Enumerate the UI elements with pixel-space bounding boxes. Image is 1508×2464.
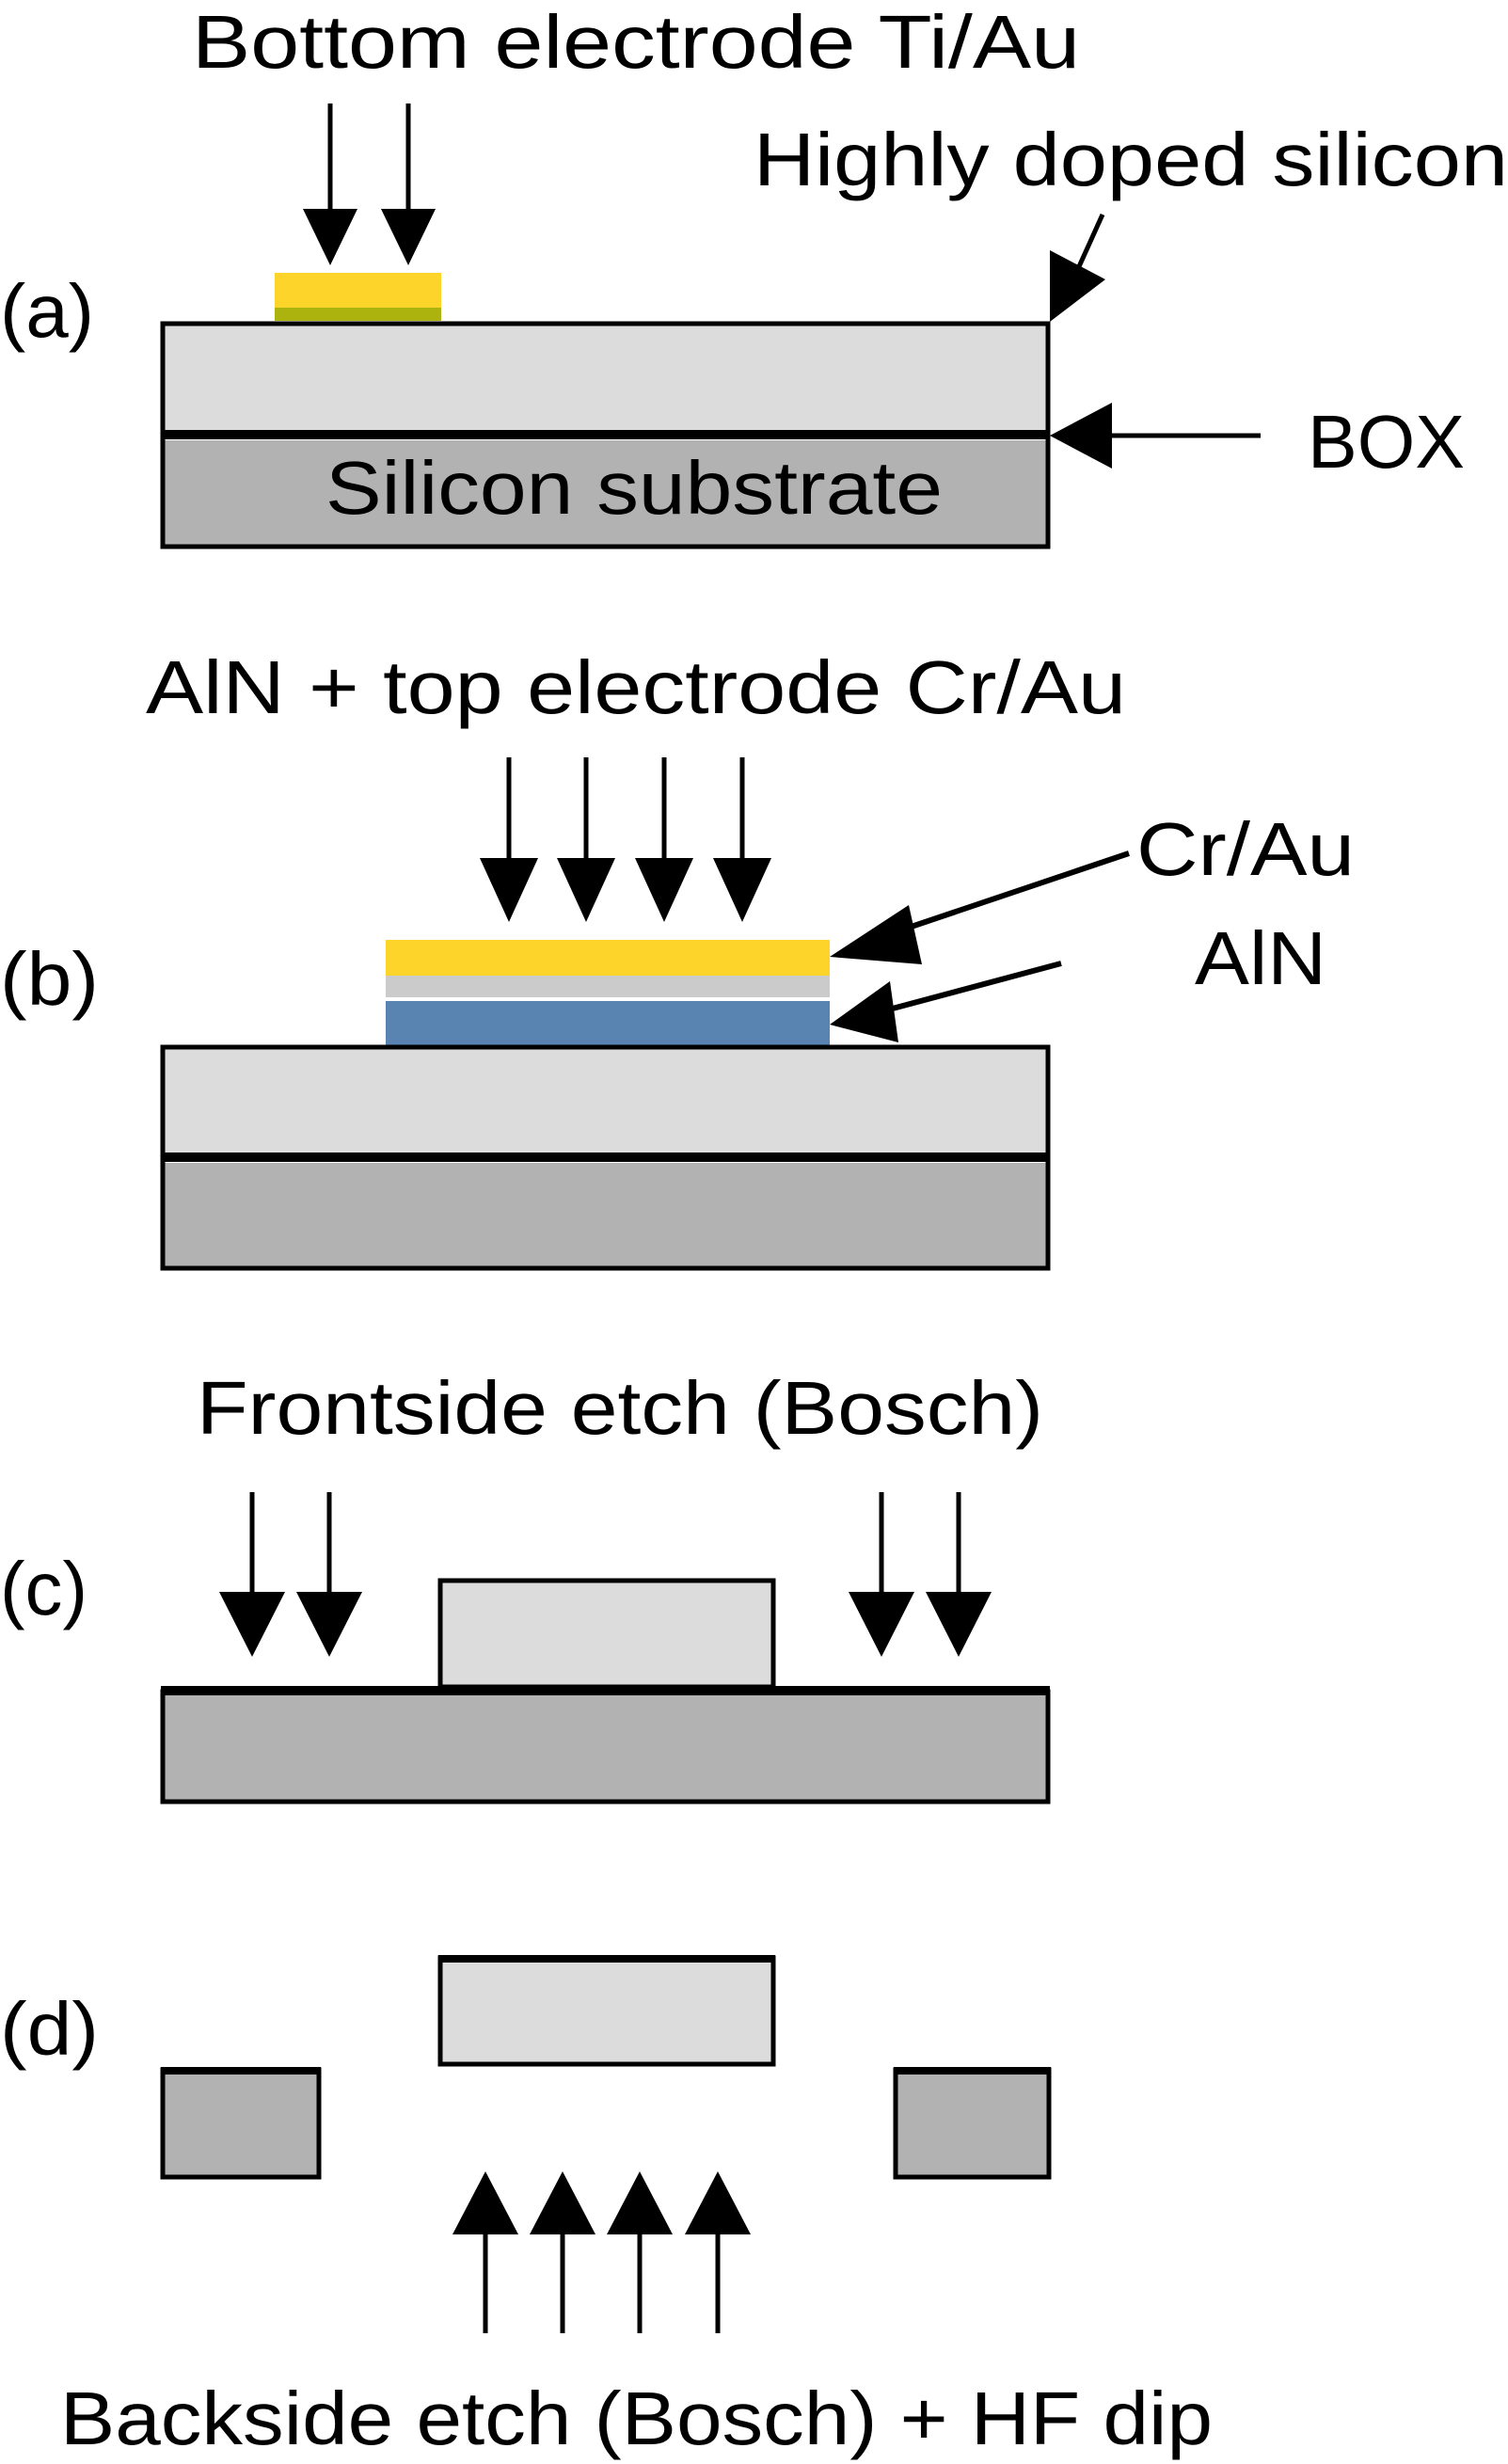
bottom-electrode xyxy=(275,273,441,321)
down-arrow-icon xyxy=(303,103,357,265)
step-b-label: (b) xyxy=(0,937,99,1021)
deposition-arrows-a xyxy=(303,103,436,265)
substrate-anchor-left xyxy=(160,2067,322,2180)
step-d: (d) xyxy=(0,1955,1213,2460)
step-b-process-label: AlN + top electrode Cr/Au xyxy=(146,645,1126,729)
device-layer xyxy=(163,1047,1048,1153)
highly-doped-label: Highly doped silicon xyxy=(754,118,1508,201)
down-arrow-icon xyxy=(635,757,693,922)
step-c-process-label: Frontside etch (Bosch) xyxy=(197,1366,1043,1450)
titanium-layer xyxy=(275,308,441,321)
step-b: AlN + top electrode Cr/Au xyxy=(0,645,1355,1271)
down-arrow-icon xyxy=(296,1492,362,1657)
step-c-label: (c) xyxy=(0,1547,87,1630)
down-arrow-icon xyxy=(480,757,538,922)
step-a: Bottom electrode Ti/Au Silicon substrate xyxy=(0,0,1508,549)
substrate-label: Silicon substrate xyxy=(325,446,943,530)
aln-arrow-icon xyxy=(830,961,1062,1042)
step-a-label: (a) xyxy=(0,269,94,353)
aln-layer xyxy=(386,1001,830,1045)
up-arrow-icon xyxy=(452,2171,518,2333)
deposition-arrows-b xyxy=(480,757,771,922)
etch-arrows-c xyxy=(219,1492,992,1657)
gold-layer xyxy=(386,940,830,976)
down-arrow-icon xyxy=(557,757,615,922)
released-membrane xyxy=(437,1955,776,2067)
substrate-layer xyxy=(163,1163,1048,1268)
step-d-label: (d) xyxy=(0,1987,99,2071)
down-arrow-icon xyxy=(381,103,436,265)
highly-doped-arrow-icon xyxy=(1050,213,1105,322)
up-arrow-icon xyxy=(607,2171,673,2333)
device-mesa xyxy=(437,1578,776,1690)
etched-wafer-c xyxy=(160,1578,1051,1804)
down-arrow-icon xyxy=(713,757,771,922)
down-arrow-icon xyxy=(849,1492,914,1657)
device-layer xyxy=(163,324,1048,430)
substrate-anchor-right xyxy=(893,2067,1052,2180)
cr-au-arrow-icon xyxy=(830,850,1130,964)
cr-au-label: Cr/Au xyxy=(1136,807,1355,891)
substrate-layer xyxy=(160,1689,1051,1804)
down-arrow-icon xyxy=(219,1492,285,1657)
step-c: Frontside etch (Bosch) ( xyxy=(0,1366,1051,1804)
up-arrow-icon xyxy=(685,2171,751,2333)
box-arrow-icon xyxy=(1050,403,1261,469)
soi-wafer-a xyxy=(160,321,1051,549)
aln-label: AlN xyxy=(1195,916,1326,1000)
up-arrow-icon xyxy=(530,2171,595,2333)
released-structure-d xyxy=(160,1955,1052,2180)
step-a-process-label: Bottom electrode Ti/Au xyxy=(192,0,1080,84)
down-arrow-icon xyxy=(926,1492,992,1657)
step-d-process-label: Backside etch (Bosch) + HF dip xyxy=(60,2377,1213,2460)
box-label: BOX xyxy=(1308,400,1465,484)
chromium-layer xyxy=(386,976,830,997)
soi-wafer-b xyxy=(160,1044,1051,1271)
piezo-stack xyxy=(386,940,830,1045)
etch-arrows-d xyxy=(452,2171,751,2333)
gold-layer xyxy=(275,273,441,308)
substrate-layer xyxy=(163,440,1048,547)
